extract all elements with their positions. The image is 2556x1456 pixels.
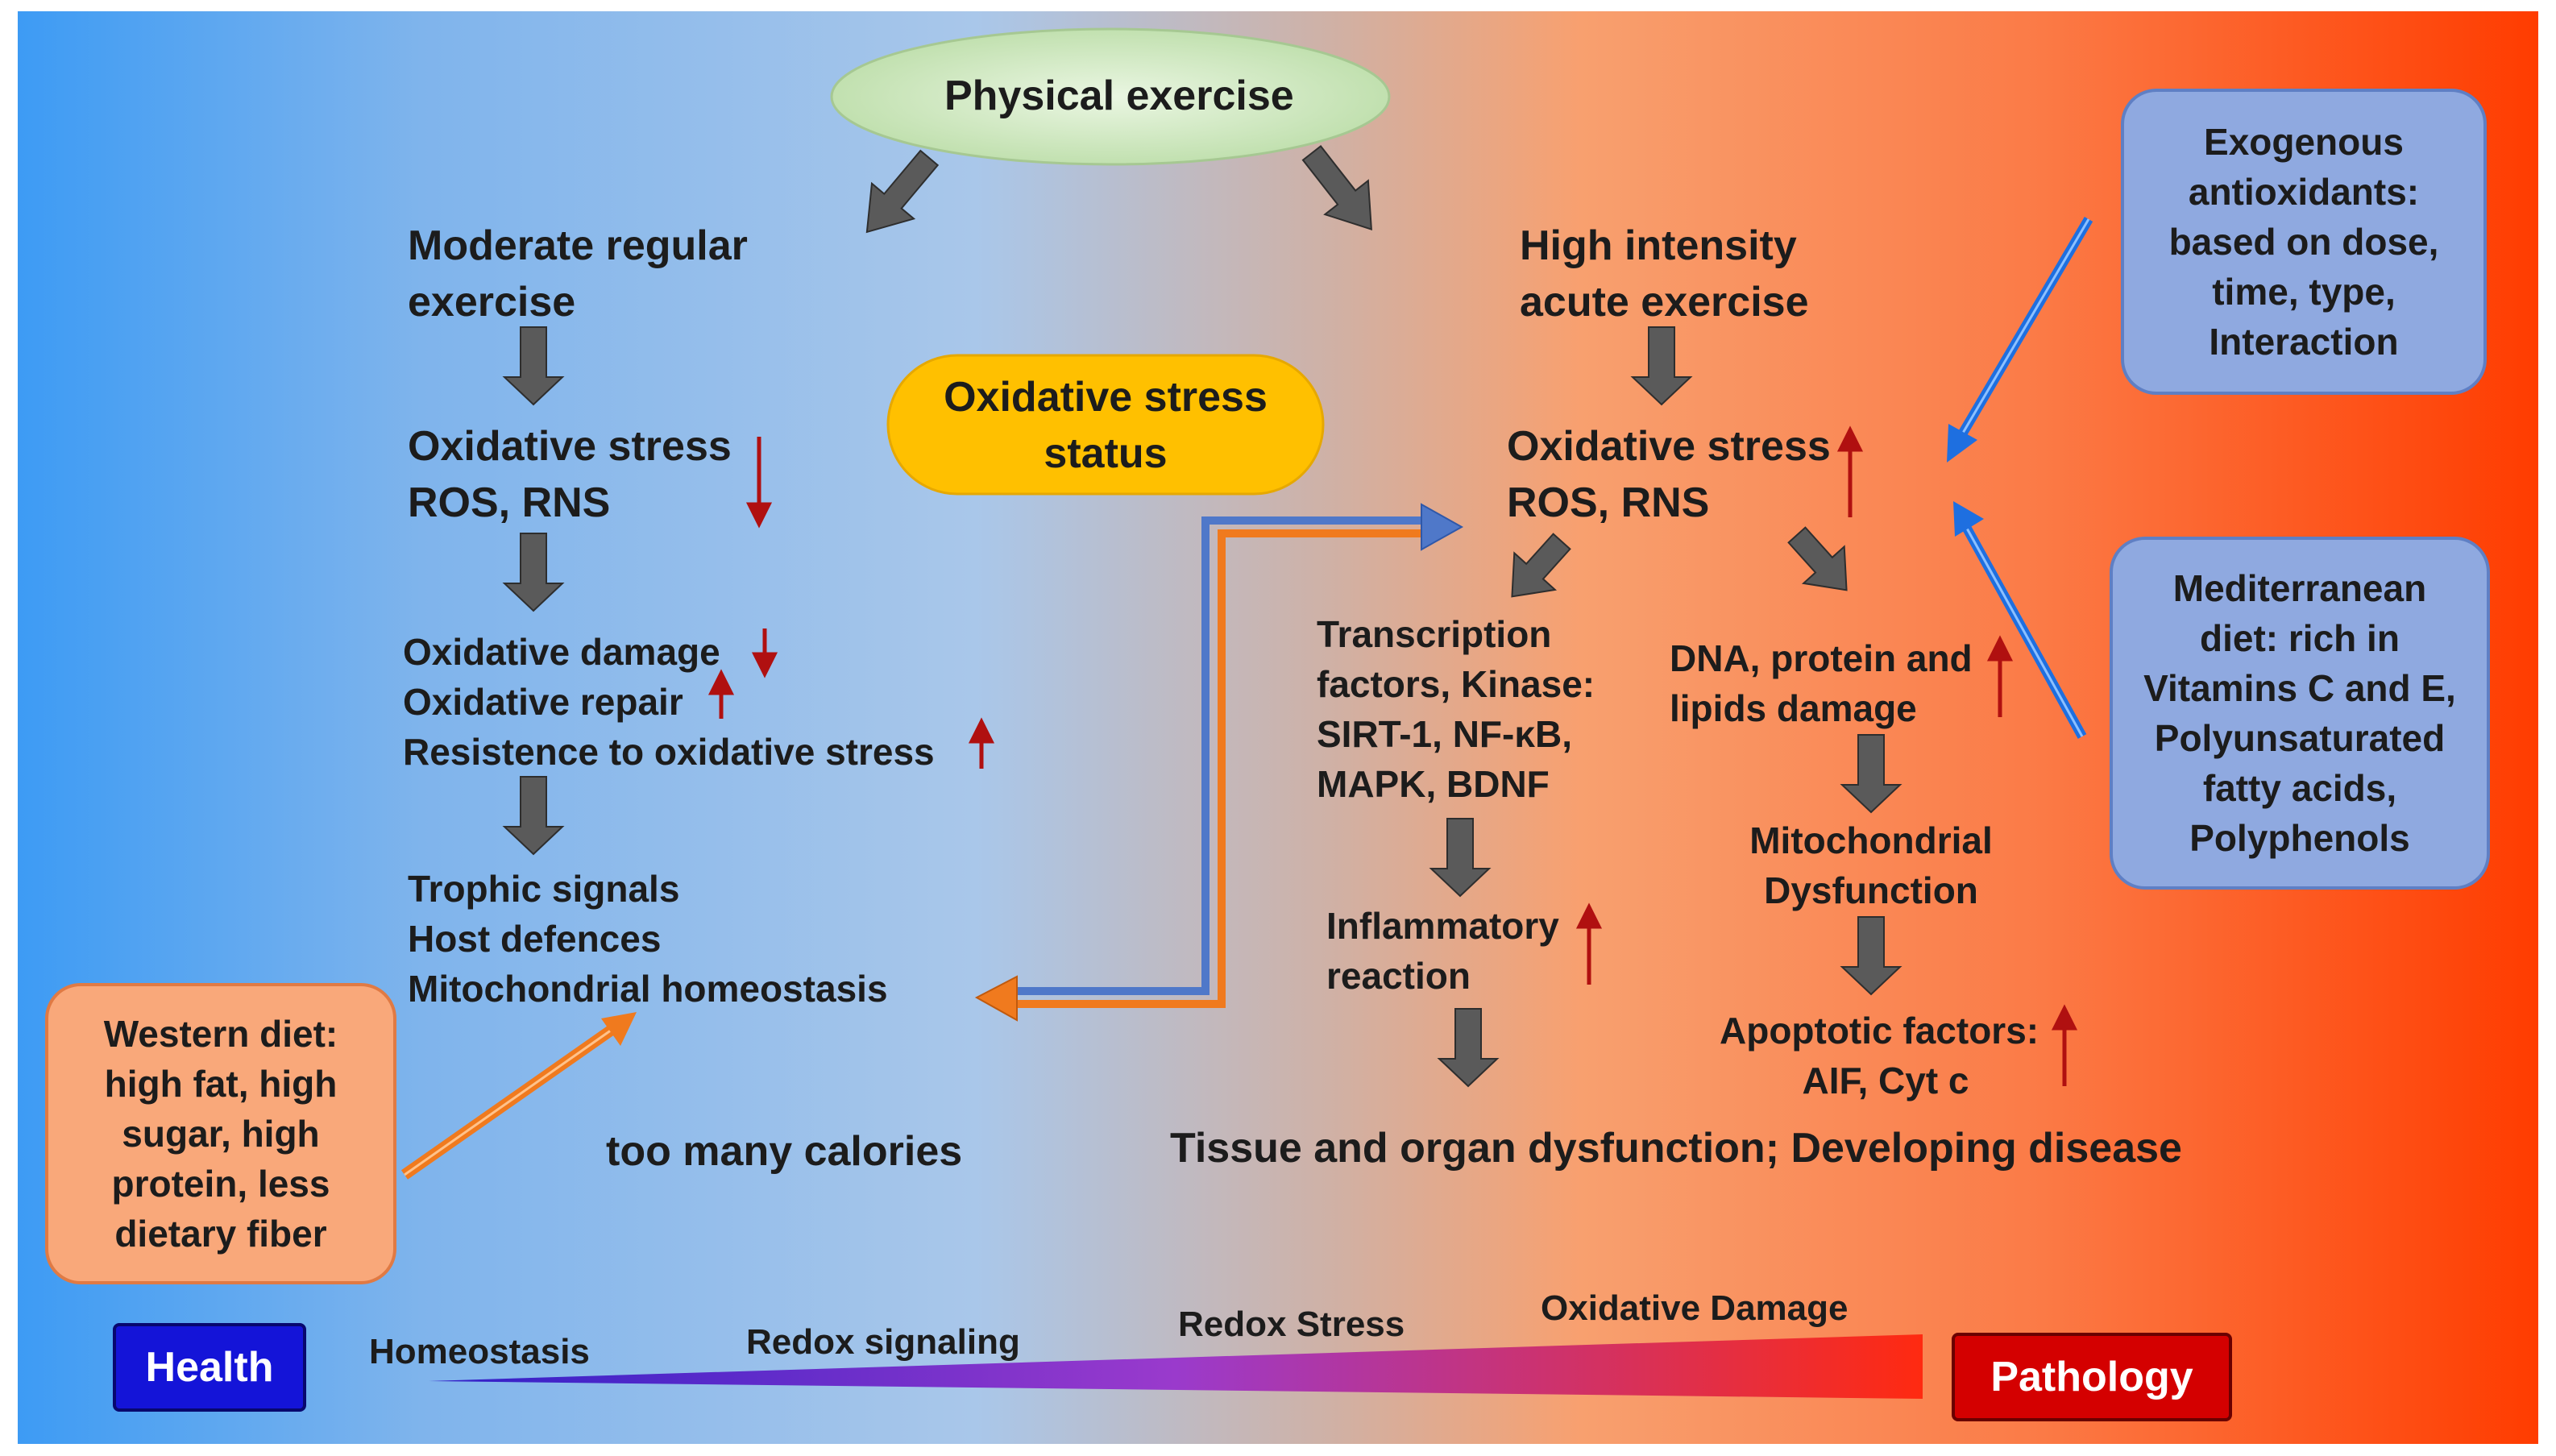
oxidative-repair-label: Oxidative repair bbox=[403, 681, 683, 723]
mediterranean-line-6: Polyphenols bbox=[2189, 817, 2410, 859]
severity-wedge bbox=[429, 1334, 1923, 1399]
down-arrow-stress-to-damage bbox=[502, 533, 565, 612]
western-diet-box: Western diet: high fat, high sugar, high… bbox=[45, 983, 396, 1284]
transcription-line-3: SIRT-1, NF-κB, bbox=[1317, 713, 1572, 755]
bidirectional-connector bbox=[974, 503, 1464, 1022]
down-arrow-moderate-to-stress bbox=[502, 326, 565, 406]
exogenous-line-4: time, type, bbox=[2212, 271, 2396, 313]
moderate-exercise-line-1: Moderate regular bbox=[408, 222, 748, 269]
oxidative-stress-status-line-1: Oxidative stress bbox=[944, 374, 1268, 421]
down-indicator-stress-left bbox=[745, 437, 773, 529]
exogenous-line-1: Exogenous bbox=[2204, 121, 2404, 163]
up-indicator-resistance bbox=[968, 717, 995, 769]
left-oxidative-stress-line-1: Oxidative stress bbox=[408, 423, 732, 470]
mediterranean-line-4: Polyunsaturated bbox=[2154, 717, 2446, 759]
mediterranean-line-5: fatty acids, bbox=[2202, 767, 2397, 809]
resistance-label: Resistence to oxidative stress bbox=[403, 731, 935, 773]
apoptotic-line-2: AIF, Cyt c bbox=[1802, 1060, 1969, 1101]
diagram-canvas: Physical exercise Moderate regular exerc… bbox=[18, 11, 2538, 1444]
down-indicator-damage bbox=[751, 628, 778, 678]
down-arrow-inflammatory-to-tissue bbox=[1437, 1008, 1500, 1088]
physical-exercise-ellipse bbox=[830, 27, 1391, 166]
mediterranean-line-2: diet: rich in bbox=[2200, 617, 2400, 659]
dna-damage-line-1: DNA, protein and bbox=[1670, 637, 1973, 679]
exogenous-arrow bbox=[1947, 216, 2093, 463]
too-many-calories-label: too many calories bbox=[606, 1128, 963, 1175]
oxidative-stress-status-line-2: status bbox=[1044, 430, 1168, 477]
exogenous-line-5: Interaction bbox=[2209, 321, 2399, 363]
western-line-3: sugar, high bbox=[122, 1113, 320, 1155]
mediterranean-line-1: Mediterranean bbox=[2172, 567, 2427, 609]
mediterranean-arrow bbox=[1953, 501, 2087, 739]
oxidative-damage-label: Oxidative damage bbox=[403, 631, 720, 673]
exogenous-line-2: antioxidants: bbox=[2188, 171, 2420, 213]
western-diet-arrow bbox=[400, 1012, 637, 1180]
health-label: Health bbox=[113, 1323, 306, 1412]
high-intensity-line-2: acute exercise bbox=[1520, 279, 1809, 326]
up-indicator-inflammatory bbox=[1575, 902, 1603, 985]
transcription-line-2: factors, Kinase: bbox=[1317, 663, 1595, 705]
oxidative-stress-status-pill bbox=[886, 354, 1325, 496]
arrow-to-dna-damage bbox=[1787, 526, 1848, 591]
right-oxidative-stress-line-1: Oxidative stress bbox=[1507, 423, 1831, 470]
tissue-dysfunction-label: Tissue and organ dysfunction; Developing… bbox=[1170, 1125, 2182, 1172]
arrow-to-moderate bbox=[865, 149, 940, 234]
moderate-exercise-line-2: exercise bbox=[408, 279, 576, 326]
mediterranean-diet-box: Mediterranean diet: rich in Vitamins C a… bbox=[2110, 537, 2490, 890]
redox-stress-label: Redox Stress bbox=[1178, 1305, 1405, 1344]
western-line-1: Western diet: bbox=[103, 1013, 338, 1055]
right-oxidative-stress-line-2: ROS, RNS bbox=[1507, 479, 1710, 526]
pathology-label: Pathology bbox=[1952, 1333, 2232, 1421]
arrow-to-high-intensity bbox=[1301, 144, 1372, 230]
western-line-2: high fat, high bbox=[104, 1063, 338, 1105]
trophic-signals-label: Trophic signals bbox=[408, 868, 680, 910]
diagram-graphics bbox=[400, 27, 2093, 1399]
inflammatory-line-1: Inflammatory bbox=[1326, 905, 1559, 947]
up-indicator-repair bbox=[707, 669, 735, 719]
down-arrow-dna-to-mito bbox=[1840, 734, 1902, 814]
mitochondrial-homeostasis-label: Mitochondrial homeostasis bbox=[408, 968, 888, 1010]
up-indicator-apoptotic bbox=[2051, 1004, 2078, 1086]
exogenous-line-3: based on dose, bbox=[2168, 221, 2439, 263]
left-oxidative-stress-line-2: ROS, RNS bbox=[408, 479, 611, 526]
western-line-4: protein, less bbox=[111, 1163, 330, 1205]
transcription-line-4: MAPK, BDNF bbox=[1317, 763, 1550, 805]
inflammatory-line-2: reaction bbox=[1326, 955, 1471, 997]
homeostasis-label: Homeostasis bbox=[369, 1332, 590, 1371]
transcription-line-1: Transcription bbox=[1317, 613, 1552, 655]
western-line-5: dietary fiber bbox=[114, 1213, 327, 1255]
down-arrow-mito-to-apoptotic bbox=[1840, 916, 1902, 996]
apoptotic-line-1: Apoptotic factors: bbox=[1720, 1010, 2039, 1052]
up-indicator-dna bbox=[1986, 635, 2014, 717]
mitochondrial-dysfunction-line-2: Dysfunction bbox=[1764, 869, 1978, 911]
dna-damage-line-2: lipids damage bbox=[1670, 687, 1917, 729]
physical-exercise-label: Physical exercise bbox=[944, 73, 1294, 119]
mitochondrial-dysfunction-line-1: Mitochondrial bbox=[1749, 819, 1993, 861]
host-defences-label: Host defences bbox=[408, 918, 662, 960]
exogenous-antioxidants-box: Exogenous antioxidants: based on dose, t… bbox=[2121, 89, 2487, 395]
high-intensity-line-1: High intensity bbox=[1520, 222, 1797, 269]
mediterranean-line-3: Vitamins C and E, bbox=[2143, 667, 2456, 709]
oxidative-damage-legend-label: Oxidative Damage bbox=[1541, 1288, 1849, 1328]
up-indicator-stress-right bbox=[1836, 425, 1864, 517]
arrow-to-transcription bbox=[1511, 533, 1571, 598]
down-arrow-high-to-stress bbox=[1630, 326, 1693, 406]
down-arrow-damage-to-trophic bbox=[502, 776, 565, 856]
down-arrow-transcription-to-inflammatory bbox=[1429, 818, 1492, 898]
redox-signaling-label: Redox signaling bbox=[746, 1322, 1020, 1362]
